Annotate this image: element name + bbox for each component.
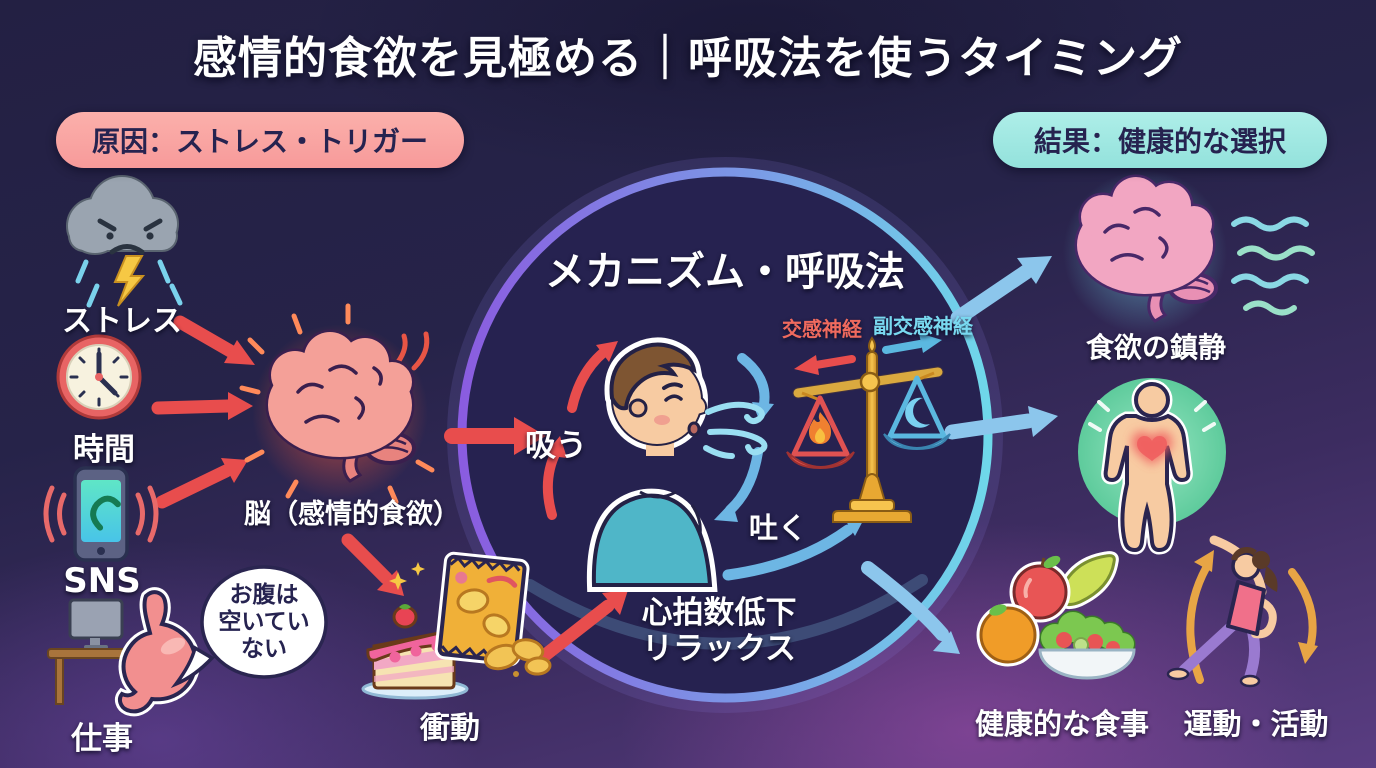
strawberry-icon: [392, 605, 418, 629]
impulse-to-circle-arrow: [537, 590, 628, 663]
bubble-line-3: ない: [241, 636, 287, 663]
impulse-label: 衝動: [420, 711, 480, 746]
rain-icon: [75, 259, 183, 308]
salad-icon: [1038, 610, 1136, 680]
sns-label: SNS: [63, 561, 141, 601]
bubble-line-1: お腹は: [229, 582, 299, 608]
inhale-arrows: [542, 341, 618, 520]
storm-cloud-icon: [66, 175, 183, 308]
cause-pill: 原因：ストレス・トリガー: [56, 112, 464, 168]
fruits-salad-icon: [976, 551, 1136, 680]
time-arrow: [151, 392, 253, 420]
result-pill: 結果：健康的な選択: [993, 112, 1327, 168]
ponytail: [1264, 566, 1278, 592]
glow-rays: [239, 303, 435, 505]
exhale-label: 吐く: [748, 511, 808, 545]
mechanism-title: メカニズム・呼吸法: [545, 249, 905, 295]
brain-label: 脳（感情的食欲）: [244, 499, 460, 530]
speech-bubble: [170, 565, 328, 689]
effect-line-1: 心拍数低下: [641, 595, 797, 631]
page-title: 感情的食欲を見極める｜呼吸法を使うタイミング: [193, 33, 1183, 84]
sympathetic-arrow: [794, 355, 856, 375]
calm-waves-icon: [1231, 216, 1315, 316]
outcome-arrows: [861, 256, 1058, 654]
moon-icon: [905, 397, 930, 428]
cake-icon: [361, 562, 469, 700]
exercise-icon: [1166, 535, 1318, 688]
work-label: 仕事: [71, 721, 133, 757]
vibration-waves-icon: [43, 485, 159, 543]
bubble-line-2: 空いてい: [218, 609, 310, 636]
circle-to-brain-arrow: [950, 256, 1052, 326]
calm-appetite-label: 食欲の鎮静: [1085, 331, 1227, 364]
sparkle-icon: [389, 572, 407, 590]
brain-icon: [265, 329, 416, 483]
breath-swirl-icon: [703, 401, 768, 459]
activity-label: 運動・活動: [1183, 707, 1329, 741]
calm-brain-icon: [1063, 170, 1315, 334]
moon-pan-icon: [883, 371, 951, 451]
healthy-meal-label: 健康的な食事: [974, 707, 1150, 741]
phone-icon: [43, 466, 159, 562]
shake-arcs: [395, 331, 430, 371]
sns-arrow: [155, 458, 248, 509]
bubble-text: お腹は 空いてい ない: [218, 582, 309, 663]
inhale-label: 吸う: [525, 428, 587, 464]
body-icon: [1078, 378, 1226, 555]
result-pill-label: 結果：健康的な選択: [1033, 125, 1286, 158]
relax-dashes: [1088, 400, 1216, 432]
effect-line-2: リラックス: [641, 631, 797, 667]
brain-to-circle-arrow: [444, 417, 546, 455]
sympathetic-label: 交感神経: [782, 317, 862, 341]
trigger-arrows: [151, 315, 628, 663]
brain-to-impulse-arrow: [341, 533, 404, 596]
exercise-arrows: [1186, 550, 1318, 684]
clock-icon: [56, 334, 142, 420]
chips-icon: [434, 551, 552, 677]
flame-pan-icon: [786, 391, 855, 470]
circle-to-body-arrow: [944, 406, 1058, 440]
stress-arrow: [173, 315, 255, 365]
heart-glow-icon: [1132, 431, 1172, 465]
breathing-person-icon: [586, 337, 768, 592]
cause-pill-label: 原因：ストレス・トリガー: [91, 125, 428, 158]
stress-label: ストレス: [62, 304, 182, 339]
parasympathetic-label: 副交感神経: [873, 314, 973, 338]
stomach-icon: [114, 587, 201, 717]
parasympathetic-arrow: [882, 333, 942, 354]
lightning-icon: [113, 255, 146, 307]
time-label: 時間: [73, 432, 135, 468]
circle-to-food-arrow: [861, 561, 960, 654]
balance-scale-icon: [786, 333, 951, 523]
